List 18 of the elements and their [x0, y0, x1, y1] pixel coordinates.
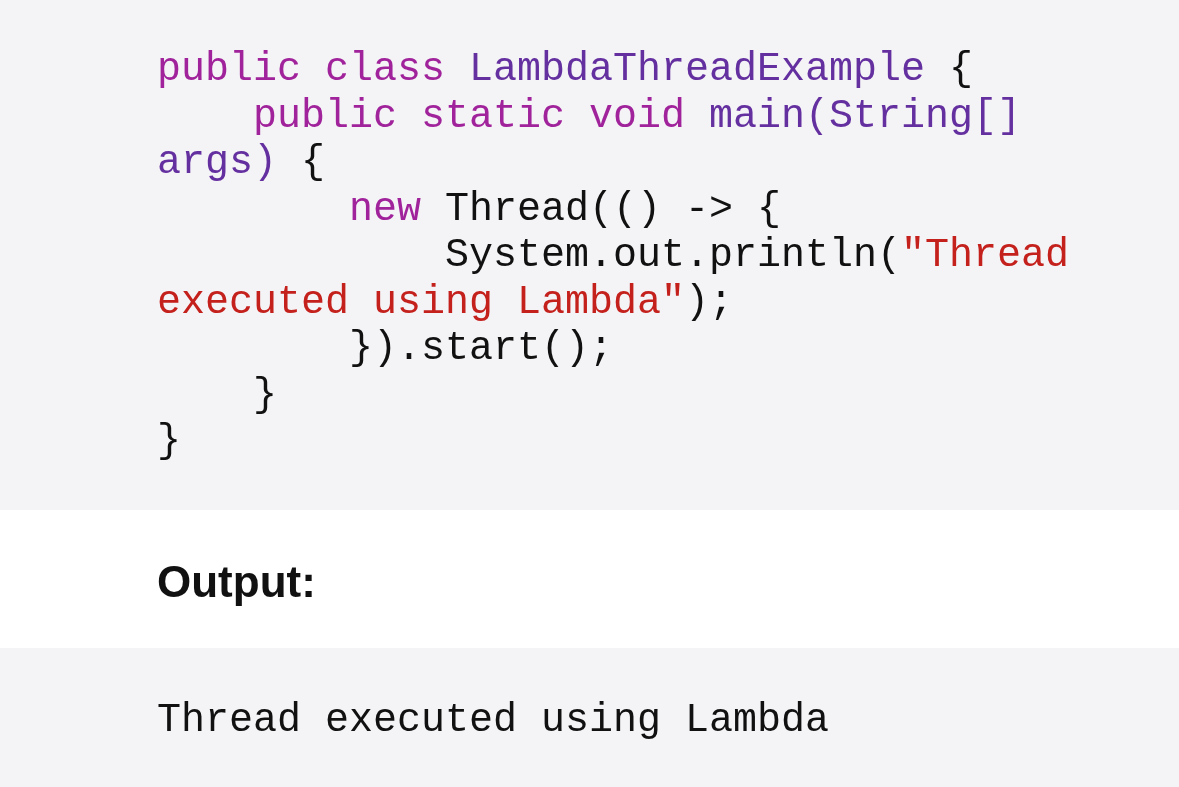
code-text: args) [157, 140, 278, 186]
code-text: main(String[] [709, 93, 1022, 140]
code-text: public static void [253, 93, 686, 140]
code-text: } [157, 419, 181, 465]
code-text: { [301, 140, 325, 186]
code-text: "Thread [901, 233, 1070, 279]
code-text: }).start(); [349, 326, 614, 372]
code-text: executed using Lambda" [157, 279, 686, 326]
code-text: public class [157, 47, 446, 93]
code-text: LambdaThreadExample [469, 47, 926, 93]
code-text: System.out.println( [445, 233, 902, 279]
code-text: } [253, 372, 277, 419]
code-text: ); [685, 279, 733, 326]
output-text: Thread executed using Lambda [157, 698, 830, 744]
code-text: new [349, 186, 421, 233]
code-text: Thread(() -> { [445, 186, 782, 233]
output-heading: Output: [157, 556, 316, 608]
code-text: { [949, 47, 973, 93]
